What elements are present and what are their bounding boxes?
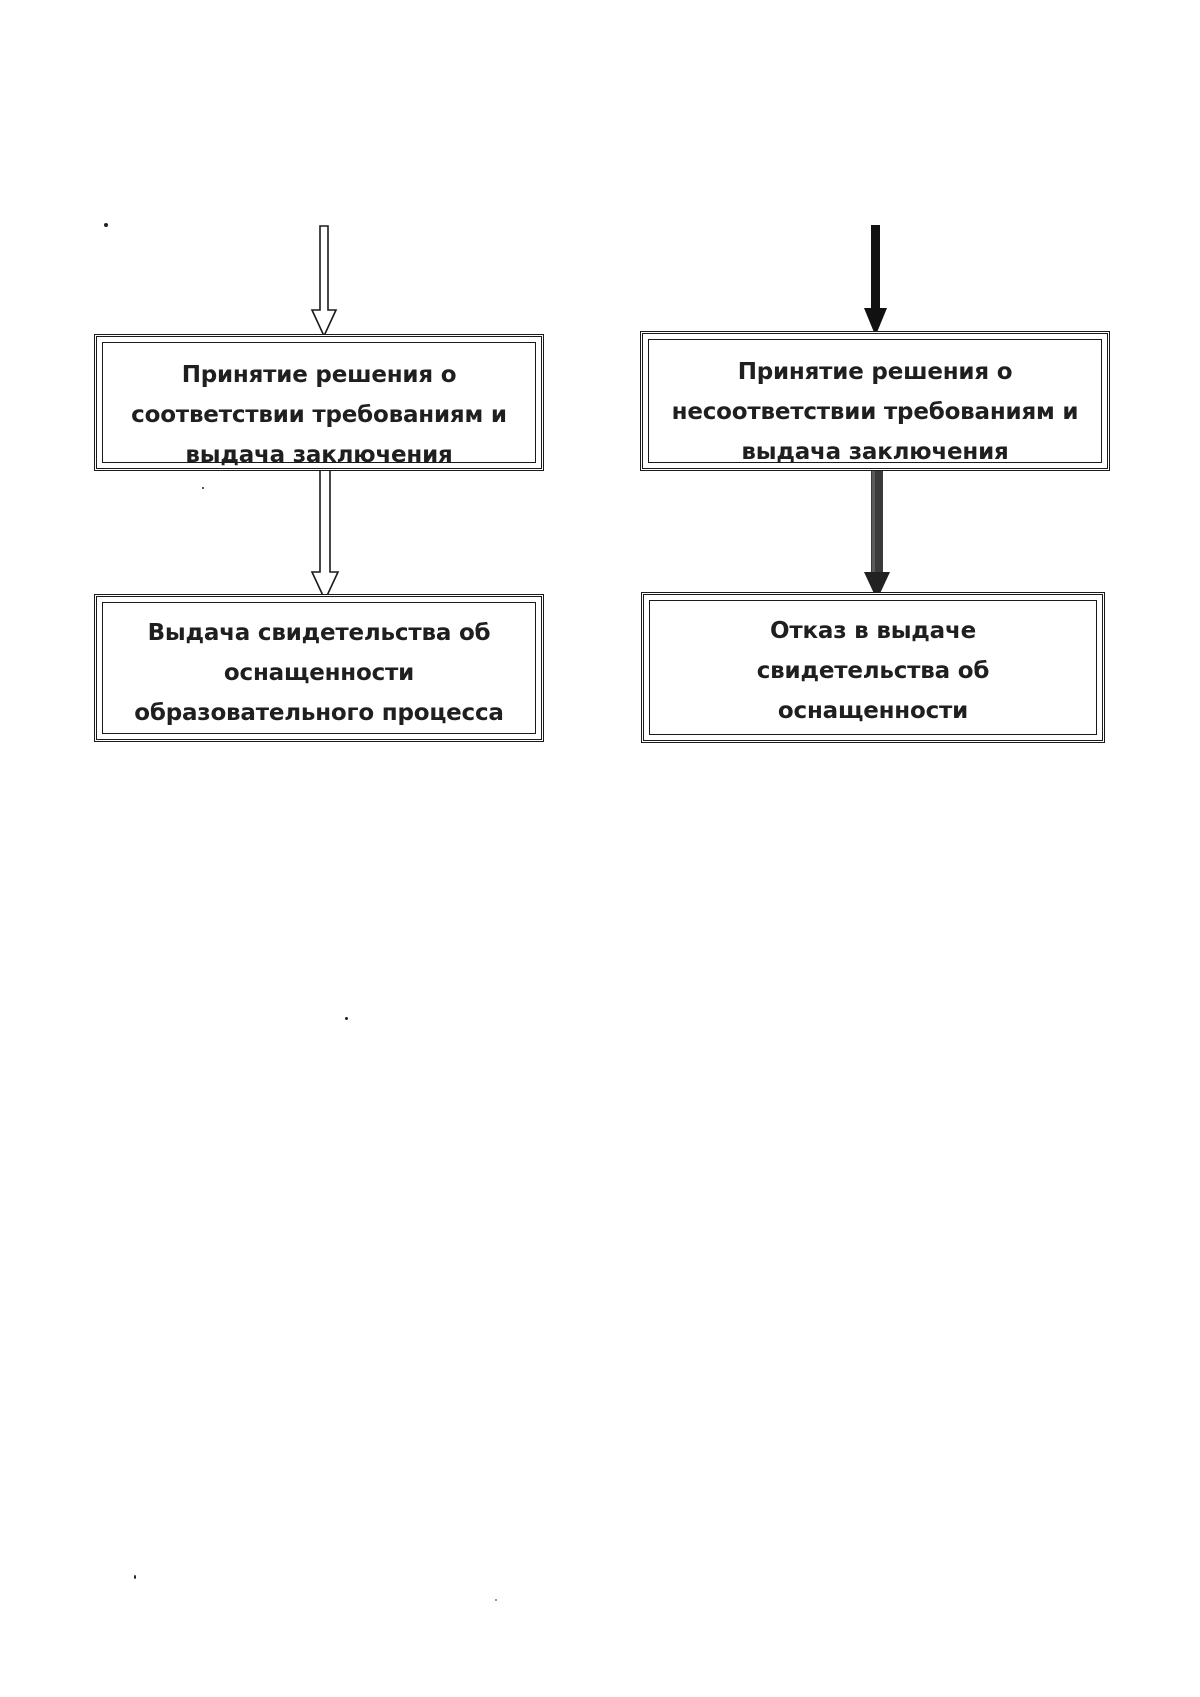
certificate-issue-text: Выдача свидетельства об оснащенности обр…: [134, 620, 504, 726]
decision-noncompliance-text: Принятие решения о несоответствии требов…: [671, 359, 1079, 465]
decision-compliance-box: Принятие решения о соответствии требован…: [94, 334, 544, 471]
decision-noncompliance-box: Принятие решения о несоответствии требов…: [640, 331, 1110, 471]
certificate-issue-box: Выдача свидетельства об оснащенности обр…: [94, 594, 544, 742]
scan-speck: [495, 1599, 497, 1601]
left-connector-arrow: [310, 463, 340, 602]
right-entry-arrow: [864, 225, 887, 336]
decision-compliance-text: Принятие решения о соответствии требован…: [131, 362, 507, 468]
scan-speck: [202, 487, 204, 489]
certificate-refusal-text: Отказ в выдаче свидетельства об оснащенн…: [688, 618, 1058, 740]
right-connector-arrow: [864, 462, 890, 600]
scan-speck: [345, 1017, 348, 1020]
scan-speck: [134, 1575, 136, 1579]
left-entry-arrow: [310, 225, 338, 338]
scan-speck: [104, 223, 108, 227]
certificate-refusal-box: Отказ в выдаче свидетельства об оснащенн…: [641, 592, 1105, 743]
